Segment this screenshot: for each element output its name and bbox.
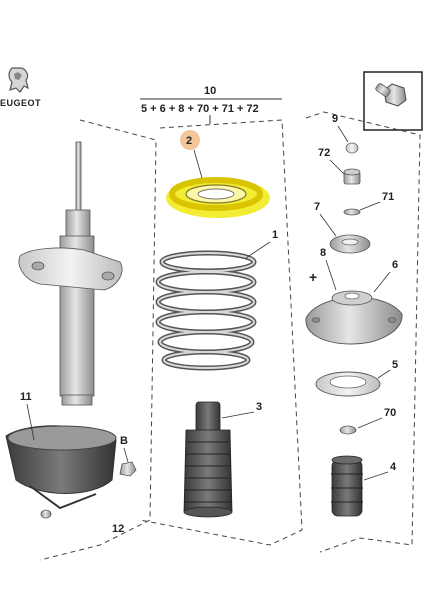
leader-72	[329, 159, 345, 175]
part-2-highlight	[166, 177, 270, 218]
leader-70	[357, 417, 383, 429]
leader-7	[319, 213, 337, 237]
group-components: 5 + 6 + 8 + 70 + 71 + 72	[141, 103, 259, 115]
bolt-detail-icon	[375, 83, 407, 107]
label-part-70: 70	[384, 407, 396, 419]
label-part-9: 9	[332, 113, 338, 125]
nut-b	[119, 461, 137, 477]
part-72-nut	[343, 168, 361, 185]
label-part-4: 4	[390, 461, 397, 473]
leader-11	[26, 403, 35, 441]
leader-4	[363, 471, 389, 481]
leader-2	[193, 149, 203, 179]
label-part-7: 7	[314, 201, 320, 213]
label-part-b: B	[120, 435, 128, 447]
brand-name: EUGEOT	[0, 98, 41, 108]
strut-assembly	[18, 141, 123, 406]
label-part-8: 8	[320, 247, 326, 259]
assembly-frame-right	[305, 111, 421, 553]
part-70-washer	[339, 425, 357, 435]
part-3-dust-boot	[183, 401, 233, 518]
leader-3	[221, 411, 255, 419]
part-4-bump-stop	[331, 455, 363, 517]
part-7-bushing	[329, 234, 371, 254]
assembly-frame-center	[139, 119, 303, 546]
leader-9	[337, 125, 349, 143]
leader-b	[123, 447, 129, 463]
leader-1	[245, 241, 271, 259]
part-2-badge	[180, 130, 200, 150]
label-part-2: 2	[186, 135, 192, 147]
part-11-spring-seat	[5, 425, 117, 510]
label-part-71: 71	[382, 191, 394, 203]
part-5-bearing	[315, 371, 381, 397]
marker-plus: +	[309, 269, 317, 285]
part-6-top-mount	[305, 290, 403, 345]
label-part-12: 12	[112, 523, 124, 535]
lion-logo-icon	[8, 67, 29, 93]
label-part-6: 6	[392, 259, 398, 271]
group-number: 10	[204, 85, 216, 97]
leader-8	[325, 259, 337, 291]
assembly-frame-left	[39, 119, 157, 561]
label-part-72: 72	[318, 147, 330, 159]
detail-inset	[363, 71, 423, 131]
screw-bottom-left	[40, 509, 52, 519]
leader-6	[373, 271, 391, 293]
part-9-cap	[345, 142, 359, 154]
leader-5	[377, 369, 391, 379]
label-part-1: 1	[272, 229, 278, 241]
label-part-5: 5	[392, 359, 398, 371]
label-part-3: 3	[256, 401, 262, 413]
part-1-coil-highlight	[157, 252, 255, 369]
part-71-washer	[343, 208, 361, 216]
label-part-11: 11	[20, 391, 32, 403]
leader-71	[359, 201, 381, 211]
